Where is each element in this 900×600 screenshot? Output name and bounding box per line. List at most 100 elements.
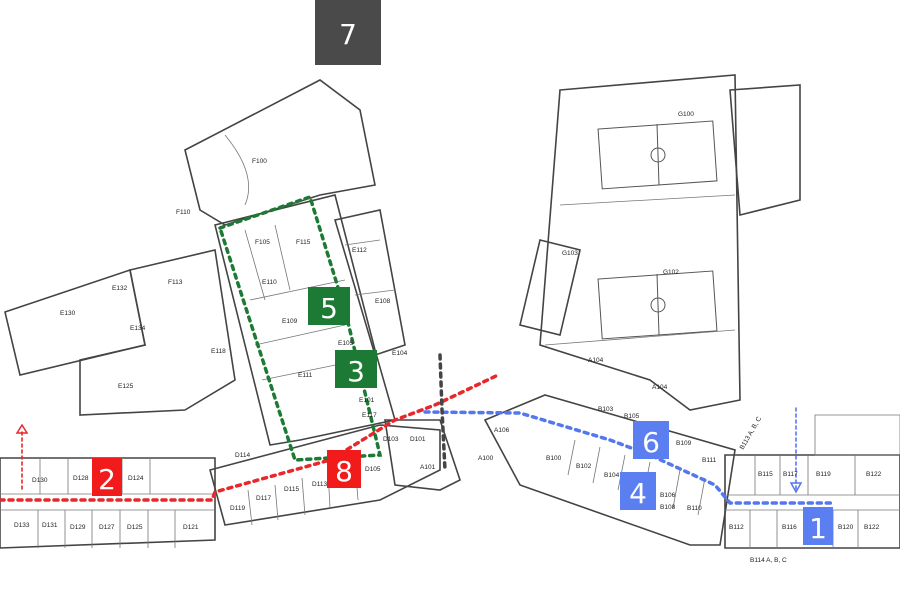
room-B114: B114 A, B, C — [750, 557, 787, 564]
room-B113: B113 A, B, C — [739, 415, 764, 451]
marker-3-label: 3 — [347, 355, 365, 388]
room-E117: E117 — [362, 412, 377, 419]
a-block-outline — [384, 419, 461, 491]
marker-2: 2 — [92, 458, 122, 496]
room-B111: B111 — [702, 457, 717, 464]
room-E110: E110 — [262, 279, 277, 286]
g103-outline — [519, 239, 581, 336]
room-B106: B106 — [660, 492, 676, 499]
marker-5-label: 5 — [320, 292, 338, 325]
room-A106: A106 — [494, 427, 510, 434]
room-A101: A101 — [420, 464, 436, 471]
room-D114: D114 — [235, 452, 250, 459]
f-block-outline — [184, 79, 376, 226]
room-G102: G102 — [663, 269, 679, 276]
room-D115: D115 — [284, 486, 299, 493]
room-D119: D119 — [230, 505, 245, 512]
room-F113: F113 — [168, 279, 183, 286]
marker-1: 1 — [803, 507, 833, 545]
room-E125: E125 — [118, 383, 134, 390]
room-E130: E130 — [60, 310, 76, 317]
route-green — [217, 194, 383, 462]
room-D121: D121 — [183, 524, 199, 531]
marker-8-label: 8 — [335, 455, 353, 488]
room-B122-top: B122 — [866, 471, 882, 478]
room-E134: E134 — [130, 325, 146, 332]
room-E109: E109 — [282, 318, 298, 325]
room-D131: D131 — [42, 522, 58, 529]
room-A104-side: A104 — [652, 384, 668, 391]
g-block-outline — [539, 74, 741, 411]
room-E101: E101 — [359, 397, 375, 404]
g-east-annex-outline — [729, 84, 801, 217]
room-B110: B110 — [687, 505, 702, 512]
room-B103: B103 — [598, 406, 614, 413]
marker-4-label: 4 — [629, 477, 647, 510]
room-F105: F105 — [255, 239, 270, 246]
room-F100: F100 — [252, 158, 267, 165]
marker-2-label: 2 — [98, 463, 116, 496]
marker-4: 4 — [620, 472, 656, 510]
room-B117: B117 — [783, 471, 798, 478]
basketball-courts — [597, 120, 718, 340]
d-wing-center-outline — [209, 424, 441, 526]
room-B102: B102 — [576, 463, 592, 470]
room-B112: B112 — [729, 524, 744, 531]
room-D113: D113 — [312, 481, 327, 488]
marker-6: 6 — [633, 421, 669, 459]
arrow-blue-down — [789, 482, 803, 494]
f113-block-outline — [79, 249, 236, 416]
room-G103: G103 — [562, 250, 578, 257]
building-outlines — [0, 74, 900, 549]
marker-3: 3 — [335, 350, 377, 388]
room-D128: D128 — [73, 475, 89, 482]
room-E108: E108 — [375, 298, 391, 305]
room-D117: D117 — [256, 495, 271, 502]
room-D133: D133 — [14, 522, 30, 529]
room-E112: E112 — [352, 247, 367, 254]
room-F110: F110 — [176, 209, 191, 216]
marker-8: 8 — [327, 450, 361, 488]
room-A100: A100 — [478, 455, 494, 462]
d-wing-west-outline — [0, 457, 216, 549]
arrow-red-up — [15, 423, 29, 434]
room-B108: B108 — [660, 504, 676, 511]
marker-7-label: 7 — [339, 18, 357, 51]
room-B115: B115 — [758, 471, 773, 478]
room-E105: E105 — [338, 340, 354, 347]
room-G100: G100 — [678, 111, 694, 118]
marker-5: 5 — [308, 287, 350, 325]
room-B109: B109 — [676, 440, 692, 447]
marker-7: 7 — [315, 0, 381, 65]
room-B116: B116 — [782, 524, 797, 531]
route-blue — [423, 410, 837, 505]
location-markers: 7 1 2 3 4 5 6 8 — [92, 0, 833, 545]
marker-1-label: 1 — [809, 512, 827, 545]
room-E132: E132 — [112, 285, 128, 292]
room-D125: D125 — [127, 524, 143, 531]
court-upper — [597, 120, 718, 190]
room-E118: E118 — [211, 348, 226, 355]
room-D105: D105 — [365, 466, 381, 473]
court-lower — [597, 270, 718, 340]
room-B104: B104 — [604, 472, 620, 479]
room-A104-main: A104 — [588, 357, 604, 364]
room-F115: F115 — [296, 239, 311, 246]
room-D103: D103 — [383, 436, 399, 443]
room-B122: B122 — [864, 524, 880, 531]
route-gray — [438, 353, 447, 472]
room-D130: D130 — [32, 477, 48, 484]
marker-6-label: 6 — [642, 426, 660, 459]
room-B119: B119 — [816, 471, 831, 478]
route-red — [0, 373, 500, 502]
room-D124: D124 — [128, 475, 144, 482]
room-D127: D127 — [99, 524, 115, 531]
b-wing-diagonal-outline — [483, 394, 736, 546]
room-B105: B105 — [624, 413, 640, 420]
room-E104: E104 — [392, 350, 408, 357]
room-B100: B100 — [546, 455, 562, 462]
room-B120: B120 — [838, 524, 854, 531]
room-D101: D101 — [410, 436, 426, 443]
room-E111: E111 — [298, 372, 313, 379]
